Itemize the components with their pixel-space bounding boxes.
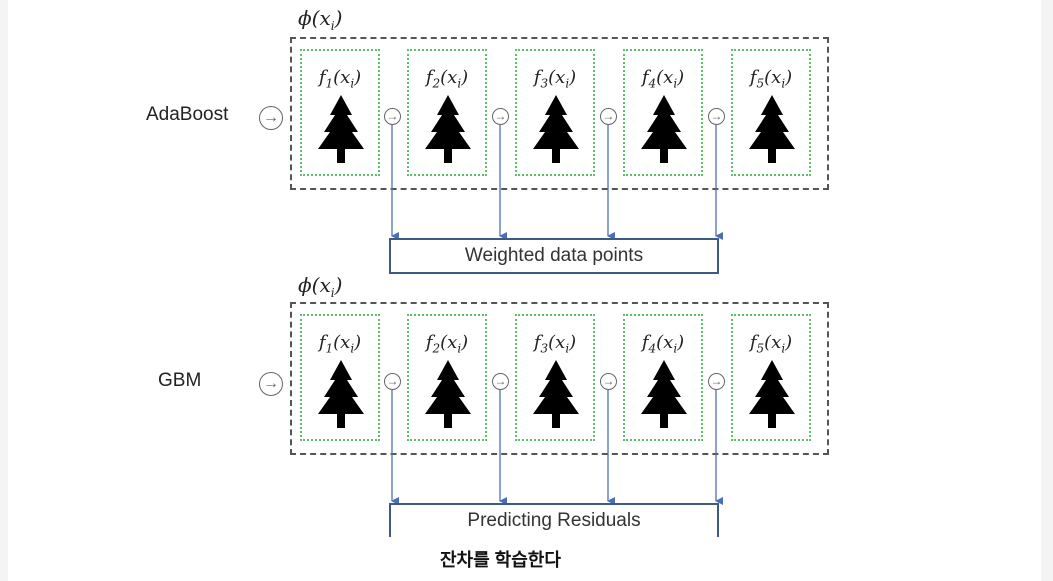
sequence-arrow-icon: →	[708, 108, 725, 125]
tree-icon	[533, 360, 579, 428]
input-arrow-icon-gbm: →	[259, 372, 283, 396]
tree-icon	[641, 360, 687, 428]
left-frame-edge	[0, 0, 8, 581]
tree-icon	[425, 95, 471, 163]
tree-icon	[749, 360, 795, 428]
learner-box-4-gbm: f4(xi)	[623, 314, 703, 441]
learner-box-4-adaboost: f4(xi)	[623, 49, 703, 176]
korean-caption: 잔차를 학습한다	[440, 550, 561, 570]
learner-label: f1(xi)	[318, 332, 362, 356]
gbm-label: GBM	[158, 370, 202, 391]
sequence-arrow-icon: →	[600, 108, 617, 125]
ensemble-box-adaboost	[290, 37, 829, 190]
predicting-residuals-box: Predicting Residuals	[389, 503, 719, 537]
learner-label: f2(xi)	[425, 67, 469, 91]
learner-box-1-adaboost: f1(xi)	[300, 49, 380, 176]
adaboost-label: AdaBoost	[146, 104, 229, 125]
phi-label-gbm: ϕ(xi)	[298, 273, 343, 300]
right-frame-edge	[1041, 0, 1053, 581]
ensemble-box-gbm	[290, 302, 829, 455]
learner-label: f5(xi)	[749, 332, 793, 356]
tree-icon	[318, 95, 364, 163]
learner-label: f1(xi)	[318, 67, 362, 91]
sequence-arrow-icon: →	[708, 373, 725, 390]
learner-label: f2(xi)	[425, 332, 469, 356]
learner-box-3-gbm: f3(xi)	[515, 314, 595, 441]
sequence-arrow-icon: →	[384, 108, 401, 125]
sequence-arrow-icon: →	[384, 373, 401, 390]
learner-label: f4(xi)	[641, 332, 685, 356]
tree-icon	[318, 360, 364, 428]
learner-label: f5(xi)	[749, 67, 793, 91]
phi-label-adaboost: ϕ(xi)	[298, 6, 343, 33]
learner-label: f4(xi)	[641, 67, 685, 91]
weighted-data-points-box: Weighted data points	[389, 238, 719, 274]
sequence-arrow-icon: →	[492, 108, 509, 125]
learner-box-2-adaboost: f2(xi)	[407, 49, 487, 176]
input-arrow-icon-adaboost: →	[259, 106, 283, 130]
learner-box-5-gbm: f5(xi)	[731, 314, 811, 441]
learner-box-5-adaboost: f5(xi)	[731, 49, 811, 176]
learner-box-2-gbm: f2(xi)	[407, 314, 487, 441]
learner-label: f3(xi)	[533, 332, 577, 356]
tree-icon	[533, 95, 579, 163]
tree-icon	[641, 95, 687, 163]
tree-icon	[749, 95, 795, 163]
learner-label: f3(xi)	[533, 67, 577, 91]
learner-box-1-gbm: f1(xi)	[300, 314, 380, 441]
tree-icon	[425, 360, 471, 428]
learner-box-3-adaboost: f3(xi)	[515, 49, 595, 176]
sequence-arrow-icon: →	[600, 373, 617, 390]
sequence-arrow-icon: →	[492, 373, 509, 390]
